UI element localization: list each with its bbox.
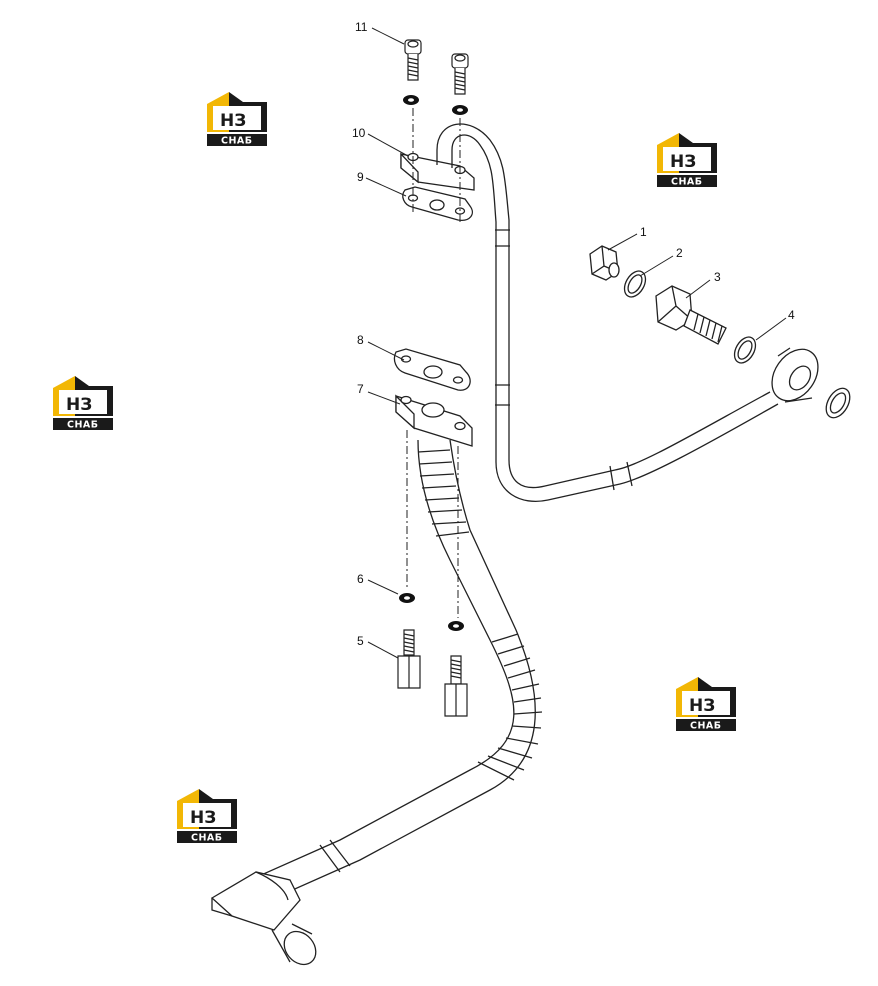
stud-with-nut — [397, 629, 421, 689]
oil-supply-pipe — [436, 123, 779, 502]
callout-2: 2 — [676, 246, 683, 260]
svg-text:НЗ: НЗ — [670, 152, 696, 172]
lower-flange — [395, 394, 473, 447]
svg-text:СНАБ: СНАБ — [690, 721, 722, 732]
callout-10: 10 — [352, 126, 366, 140]
svg-text:НЗ: НЗ — [220, 111, 246, 131]
hose-elbow-end — [210, 871, 317, 966]
svg-text:СНАБ: СНАБ — [221, 136, 253, 147]
svg-text:СНАБ: СНАБ — [671, 177, 703, 188]
assembly-centerline — [406, 430, 459, 618]
callout-11: 11 — [355, 20, 368, 34]
callout-5: 5 — [357, 634, 364, 648]
lock-washer — [399, 593, 415, 603]
stud-with-nut — [444, 655, 468, 717]
svg-text:НЗ: НЗ — [66, 395, 92, 415]
sealing-washer — [825, 387, 851, 419]
svg-text:НЗ: НЗ — [689, 696, 715, 716]
callout-4: 4 — [788, 308, 795, 322]
banjo-adapter — [655, 285, 727, 345]
hex-socket-bolt — [404, 39, 422, 81]
callout-leaders — [365, 27, 787, 659]
callout-8: 8 — [357, 333, 364, 347]
svg-text:СНАБ: СНАБ — [67, 420, 99, 431]
assembly-centerline — [412, 108, 461, 222]
lower-gasket — [393, 348, 471, 391]
hex-socket-bolt — [451, 53, 469, 95]
callout-6: 6 — [357, 572, 364, 586]
watermark-logo: НЗ СНАБ — [177, 789, 237, 844]
svg-text:НЗ: НЗ — [190, 808, 216, 828]
watermark-logo: НЗ СНАБ — [676, 677, 736, 732]
watermark-logo: НЗ СНАБ — [53, 376, 113, 431]
callout-3: 3 — [714, 270, 721, 284]
watermark-logo: НЗ СНАБ — [207, 92, 267, 147]
plug-bolt — [589, 245, 620, 281]
callout-1: 1 — [640, 225, 647, 239]
upper-flange — [400, 150, 475, 191]
callout-9: 9 — [357, 170, 364, 184]
lock-washer — [403, 95, 419, 105]
oil-return-hose — [221, 439, 543, 916]
watermark-logo: НЗ СНАБ — [657, 133, 717, 188]
callout-7: 7 — [357, 382, 364, 396]
svg-text:СНАБ: СНАБ — [191, 833, 223, 844]
lock-washer — [448, 621, 464, 631]
sealing-washer — [733, 336, 757, 364]
sealing-washer — [623, 270, 647, 298]
banjo-eye — [771, 347, 819, 403]
lock-washer — [452, 105, 468, 115]
